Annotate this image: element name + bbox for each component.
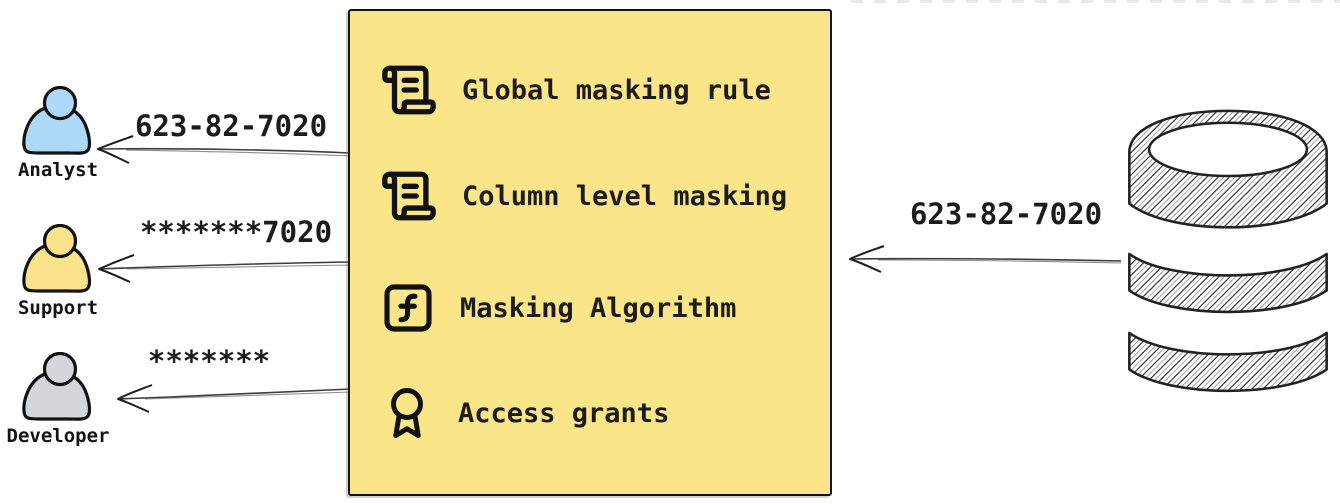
database-icon bbox=[1128, 109, 1328, 393]
masking-box: Global masking rule Column level masking… bbox=[348, 9, 832, 496]
source-value-label: 623-82-7020 bbox=[909, 197, 1103, 231]
masking-feature-item: Masking Algorithm bbox=[380, 273, 736, 343]
persona-developer: Developer bbox=[2, 352, 114, 447]
masked-value-support: *******7020 bbox=[139, 215, 333, 249]
developer-person-icon bbox=[22, 352, 92, 421]
award-icon bbox=[391, 388, 423, 438]
masked-value-developer: ******* bbox=[147, 344, 271, 378]
scroll-text-icon bbox=[382, 65, 436, 115]
persona-label-analyst: Analyst bbox=[17, 159, 99, 181]
support-person-icon bbox=[22, 224, 92, 293]
masking-feature-item: Global masking rule bbox=[380, 55, 771, 125]
persona-analyst: Analyst bbox=[2, 86, 114, 181]
masking-feature-label: Access grants bbox=[458, 397, 670, 429]
scroll-text-icon bbox=[382, 171, 436, 221]
dashed-border-fragment bbox=[851, 0, 1340, 3]
masking-feature-label: Global masking rule bbox=[462, 74, 771, 106]
masking-feature-item: Access grants bbox=[380, 378, 669, 448]
masking-feature-label: Masking Algorithm bbox=[460, 292, 737, 324]
masked-value-analyst: 623-82-7020 bbox=[134, 109, 328, 143]
arrow-box-to-developer bbox=[116, 384, 352, 413]
function-square-icon bbox=[384, 284, 432, 332]
persona-label-developer: Developer bbox=[6, 425, 110, 447]
arrow-database-to-box bbox=[848, 245, 1122, 273]
persona-support: Support bbox=[2, 224, 114, 319]
masking-feature-item: Column level masking bbox=[380, 161, 787, 231]
analyst-person-icon bbox=[22, 86, 92, 155]
arrow-box-to-support bbox=[97, 254, 352, 283]
masking-feature-label: Column level masking bbox=[462, 180, 788, 212]
persona-label-support: Support bbox=[17, 297, 99, 319]
